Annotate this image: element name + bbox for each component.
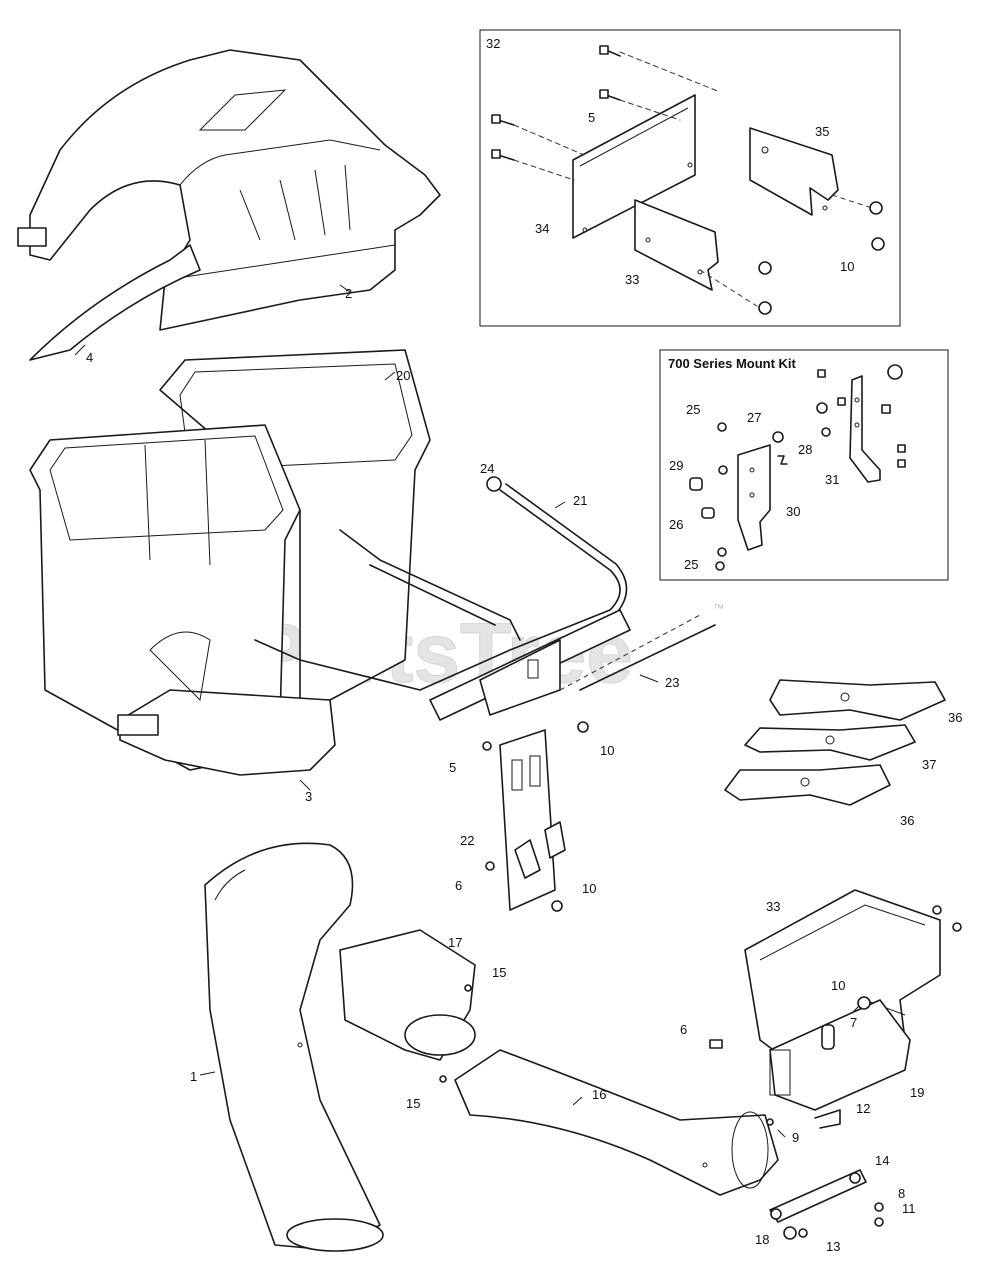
callout-15b: 15 (406, 1096, 420, 1111)
grass-bags: 20 3 (29, 349, 431, 804)
callout-10d: 10 (831, 978, 845, 993)
callout-30: 30 (786, 504, 800, 519)
callout-11: 11 (902, 1201, 916, 1216)
inset-mount-700: 700 Series Mount Kit 25 27 28 29 31 30 2… (659, 349, 949, 581)
callout-18: 18 (755, 1232, 769, 1247)
callout-5a: 5 (588, 110, 595, 125)
callout-35: 35 (815, 124, 829, 139)
callout-36a: 36 (948, 710, 962, 725)
callout-33a: 33 (625, 272, 639, 287)
callout-7: 7 (850, 1015, 857, 1030)
callout-21: 21 (573, 493, 587, 508)
callout-2: 2 (345, 286, 352, 301)
callout-12: 12 (856, 1101, 870, 1116)
callout-29: 29 (669, 458, 683, 473)
bag-frame: 24 21 23 10 5 22 6 10 (254, 461, 716, 912)
callout-34: 34 (535, 221, 549, 236)
callout-17: 17 (448, 935, 462, 950)
callout-6a: 6 (455, 878, 462, 893)
bag-cover: 2 4 (17, 49, 441, 365)
callout-23: 23 (665, 675, 679, 690)
callout-36b: 36 (900, 813, 914, 828)
inset-kit-32-label: 32 (486, 36, 500, 51)
callout-3: 3 (305, 789, 312, 804)
mower-blades: 36 37 36 (724, 679, 962, 828)
callout-28: 28 (798, 442, 812, 457)
callout-6b: 6 (680, 1022, 687, 1037)
callout-10c: 10 (582, 881, 596, 896)
callout-10a: 10 (840, 259, 854, 274)
callout-9: 9 (792, 1130, 799, 1145)
mount-assembly: 33 10 6 7 19 12 14 8 11 18 13 (680, 889, 962, 1254)
callout-19: 19 (910, 1085, 924, 1100)
callout-14: 14 (875, 1153, 889, 1168)
inset-kit-32: 32 5 35 34 33 10 (479, 29, 901, 327)
inset-mount-700-title: 700 Series Mount Kit (668, 356, 797, 371)
callout-16: 16 (592, 1087, 606, 1102)
callout-15a: 15 (492, 965, 506, 980)
callout-27: 27 (747, 410, 761, 425)
discharge-chute-lower: 17 15 15 16 9 (339, 929, 799, 1196)
callout-24: 24 (480, 461, 494, 476)
callout-20: 20 (396, 368, 410, 383)
callout-1: 1 (190, 1069, 197, 1084)
discharge-chute-upper: 1 (190, 842, 384, 1252)
callout-22: 22 (460, 833, 474, 848)
watermark-trademark: ™ (713, 603, 724, 615)
callout-25a: 25 (686, 402, 700, 417)
callout-5b: 5 (449, 760, 456, 775)
callout-4: 4 (86, 350, 93, 365)
callout-31: 31 (825, 472, 839, 487)
callout-13: 13 (826, 1239, 840, 1254)
callout-33b: 33 (766, 899, 780, 914)
callout-37: 37 (922, 757, 936, 772)
callout-8: 8 (898, 1186, 905, 1201)
callout-26: 26 (669, 517, 683, 532)
callout-10b: 10 (600, 743, 614, 758)
callout-25b: 25 (684, 557, 698, 572)
